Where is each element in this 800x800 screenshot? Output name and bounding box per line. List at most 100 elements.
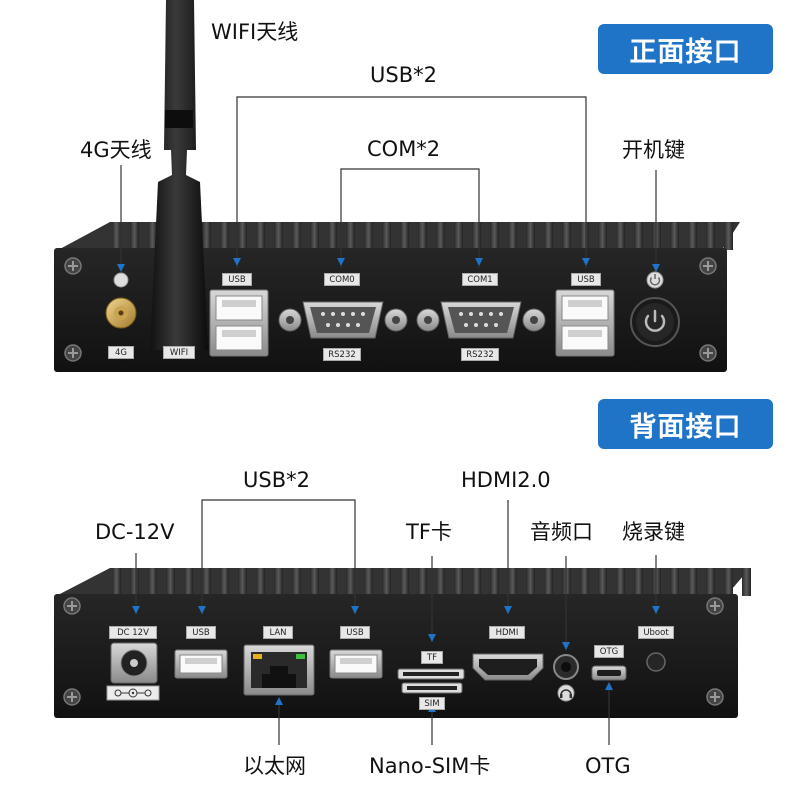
com1-serial-port xyxy=(416,301,546,339)
power-indicator-icon xyxy=(646,271,664,289)
heatsink-fin xyxy=(382,222,391,250)
heatsink-fin xyxy=(238,222,247,250)
heatsink-fin xyxy=(688,222,697,250)
heatsink-fin xyxy=(580,568,589,596)
dc-12v-label: DC-12V xyxy=(95,520,175,544)
audio-port-label: 音频口 xyxy=(530,520,593,544)
heatsink-fin xyxy=(310,568,319,596)
tag-otg: OTG xyxy=(594,645,624,658)
front-callout-lines xyxy=(120,96,657,268)
heatsink-fin xyxy=(724,222,733,250)
heatsink-fin xyxy=(544,568,553,596)
heatsink-fin xyxy=(202,222,211,250)
heatsink-fin xyxy=(580,222,589,250)
heatsink-fin xyxy=(346,222,355,250)
heatsink-fin xyxy=(292,568,301,596)
com0-serial-port xyxy=(278,301,408,339)
heatsink-fin xyxy=(472,222,481,250)
heatsink-fin xyxy=(238,568,247,596)
heatsink-fin xyxy=(616,568,625,596)
heatsink-fin xyxy=(166,568,175,596)
front-heatsink-fins xyxy=(58,222,740,250)
tag-sim: SIM xyxy=(419,697,445,710)
heatsink-fin xyxy=(508,222,517,250)
nano-sim-label: Nano-SIM卡 xyxy=(369,754,491,778)
tag-com1: COM1 xyxy=(462,273,498,286)
wifi-antenna-label: WIFI天线 xyxy=(211,20,299,44)
headphone-icon xyxy=(557,684,575,702)
back-heatsink-fins xyxy=(56,568,751,596)
serial-pin-dots xyxy=(321,312,503,327)
heatsink-fin xyxy=(148,222,157,250)
heatsink-fin xyxy=(220,568,229,596)
heatsink-fin xyxy=(364,222,373,250)
heatsink-fin xyxy=(184,568,193,596)
heatsink-fin xyxy=(634,568,643,596)
heatsink-fin xyxy=(598,222,607,250)
heatsink-fin xyxy=(274,568,283,596)
heatsink-fin xyxy=(418,568,427,596)
heatsink-fin xyxy=(256,222,265,250)
heatsink-fin xyxy=(670,222,679,250)
dc-jack-shape xyxy=(110,642,158,684)
uboot-button-shape xyxy=(646,652,666,672)
heatsink-fin xyxy=(598,568,607,596)
heatsink-fin xyxy=(436,568,445,596)
tag-rs232-left: RS232 xyxy=(323,348,361,361)
heatsink-fin xyxy=(562,222,571,250)
heatsink-fin xyxy=(112,568,121,596)
tag-dc-12v: DC 12V xyxy=(109,626,157,639)
heatsink-fin xyxy=(454,222,463,250)
heatsink-fin xyxy=(706,568,715,596)
back-usb-left-port xyxy=(174,649,228,679)
tag-4g: 4G xyxy=(108,346,134,359)
heatsink-fin xyxy=(130,568,139,596)
tag-lan: LAN xyxy=(263,626,293,639)
back-callout-lines xyxy=(135,499,657,745)
heatsink-fin xyxy=(742,568,751,596)
heatsink-fin xyxy=(148,568,157,596)
heatsink-fin xyxy=(544,222,553,250)
heatsink-fin xyxy=(382,568,391,596)
heatsink-fin xyxy=(418,222,427,250)
back-usb-count-label: USB*2 xyxy=(243,468,310,492)
otg-port-shape xyxy=(591,665,627,681)
wifi-antenna-shape xyxy=(150,0,208,350)
tag-rs232-right: RS232 xyxy=(461,348,499,361)
tf-card-label: TF卡 xyxy=(406,520,452,544)
heatsink-fin xyxy=(346,568,355,596)
tag-com0: COM0 xyxy=(324,273,360,286)
front-interfaces-badge: 正面接口 xyxy=(598,24,773,74)
sma-4g-connector xyxy=(105,297,137,329)
tag-front-usb-left: USB xyxy=(222,273,252,286)
front-pointer-arrows xyxy=(117,258,660,272)
heatsink-fin xyxy=(706,222,715,250)
heatsink-fin xyxy=(688,568,697,596)
tag-front-usb-right: USB xyxy=(571,273,601,286)
heatsink-fin xyxy=(256,568,265,596)
heatsink-fin xyxy=(292,222,301,250)
heatsink-fin xyxy=(274,222,283,250)
heatsink-fin xyxy=(202,568,211,596)
heatsink-fin xyxy=(112,222,121,250)
front-usb-right-port xyxy=(555,289,615,357)
tag-wifi: WIFI xyxy=(163,346,195,359)
heatsink-fin xyxy=(472,568,481,596)
back-usb-right-port xyxy=(329,649,383,679)
antenna-4g-label: 4G天线 xyxy=(80,138,152,162)
otg-label: OTG xyxy=(585,754,631,778)
heatsink-fin xyxy=(328,222,337,250)
heatsink-fin xyxy=(328,568,337,596)
heatsink-fin xyxy=(490,568,499,596)
heatsink-fin xyxy=(634,222,643,250)
heatsink-fin xyxy=(490,222,499,250)
hdmi-label: HDMI2.0 xyxy=(461,468,551,492)
heatsink-fin xyxy=(364,568,373,596)
heatsink-fin xyxy=(724,568,733,596)
dc-polarity-symbol xyxy=(106,685,160,701)
tag-back-usb-right: USB xyxy=(340,626,370,639)
heatsink-fin xyxy=(670,568,679,596)
heatsink-fin xyxy=(220,222,229,250)
back-interfaces-badge: 背面接口 xyxy=(598,399,773,449)
